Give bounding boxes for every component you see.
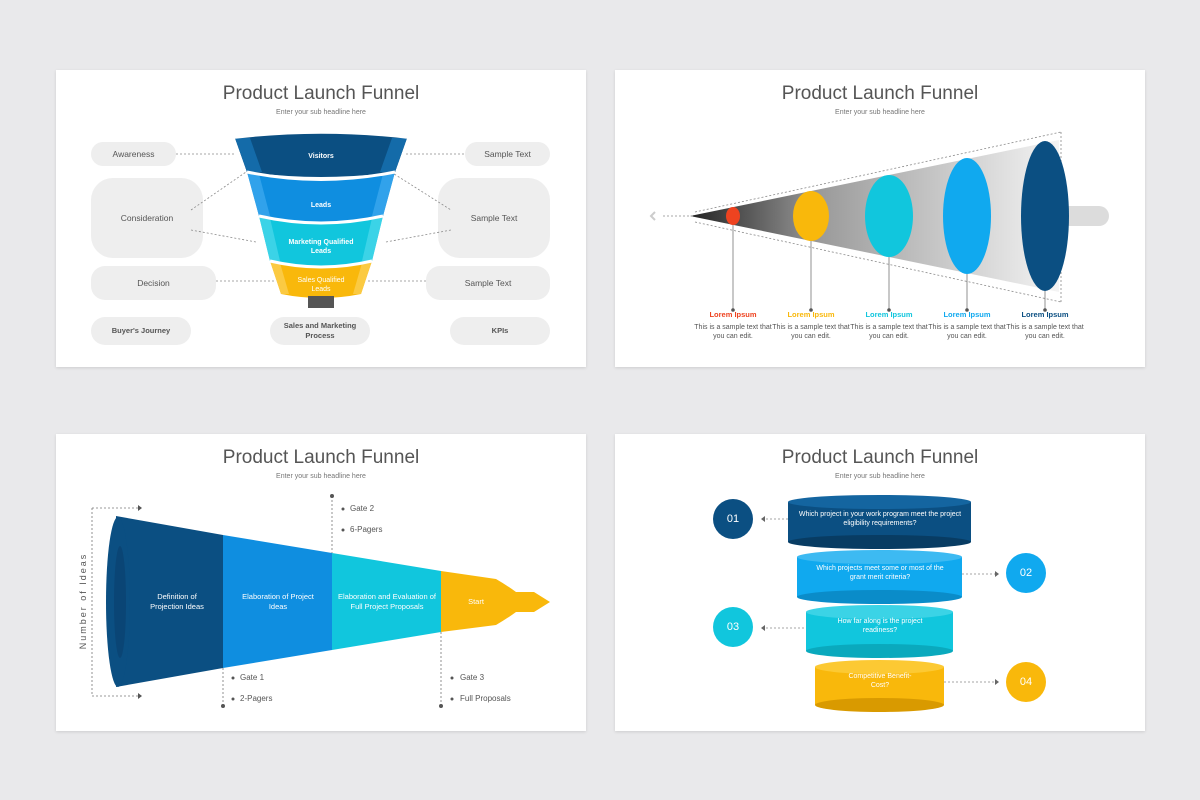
slide-cylinder-funnel[interactable]: Product Launch Funnel Enter your sub hea…	[615, 434, 1145, 731]
cone-diagram	[649, 131, 1109, 312]
step-2-badge: 02	[1006, 553, 1046, 593]
slide-subtitle: Enter your sub headline here	[276, 473, 366, 480]
gate-2-item: 6-Pagers	[350, 525, 383, 534]
item-label-4: Lorem Ipsum	[943, 310, 991, 319]
item-text-4: This is a sample text that you can edit.	[928, 324, 1006, 340]
gate-3-label: Gate 3	[460, 673, 485, 682]
gate-2-label: Gate 2	[350, 504, 375, 513]
connector-lines	[176, 132, 465, 308]
y-axis-label: Number of Ideas	[78, 552, 88, 650]
step-2-text: Which projects meet some or most of the …	[816, 565, 944, 581]
item-text-5: This is a sample text that you can edit.	[1006, 324, 1084, 340]
step-3-text: How far along is the project readiness?	[837, 618, 923, 634]
slide-subtitle: Enter your sub headline here	[276, 109, 366, 116]
step-1-text: Which project in your work program meet …	[798, 511, 962, 527]
funnel-stage-leads: Leads	[310, 202, 332, 209]
step-4-badge: 04	[1006, 662, 1046, 702]
right-label-2: Sample Text	[438, 178, 550, 258]
left-label-decision: Decision	[91, 266, 216, 300]
segment-start: Start	[468, 597, 484, 606]
right-label-1: Sample Text	[465, 142, 550, 166]
slide-subtitle: Enter your sub headline here	[835, 109, 925, 116]
cylinder-diagram	[761, 495, 999, 712]
step-4-text: Competitive Benefit-Cost?	[848, 673, 912, 689]
step-3-badge: 03	[713, 607, 753, 647]
left-label-consideration: Consideration	[91, 178, 203, 258]
item-text-1: This is a sample text that you can edit.	[694, 324, 772, 340]
slide-horizontal-cone[interactable]: Product Launch Funnel Enter your sub hea…	[615, 70, 1145, 367]
item-text-3: This is a sample text that you can edit.	[850, 324, 928, 340]
right-label-3: Sample Text	[426, 266, 550, 300]
item-label-2: Lorem Ipsum	[787, 310, 835, 319]
segment-definition: Definition of Projection Ideas	[150, 592, 204, 611]
item-text-2: This is a sample text that you can edit.	[772, 324, 850, 340]
step-1-badge: 01	[713, 499, 753, 539]
funnel-stage-mql: Marketing Qualified Leads	[288, 239, 354, 255]
footer-sales-marketing: Sales and Marketing Process	[270, 317, 370, 345]
slide-subtitle: Enter your sub headline here	[835, 473, 925, 480]
footer-buyers-journey: Buyer's Journey	[91, 317, 191, 345]
segment-elaboration: Elaboration of Project Ideas	[242, 592, 314, 611]
segment-evaluation: Elaboration and Evaluation of Full Proje…	[338, 592, 436, 611]
gate-1-item: 2-Pagers	[240, 694, 273, 703]
left-label-awareness: Awareness	[91, 142, 176, 166]
slide-title: Product Launch Funnel	[222, 447, 420, 468]
idea-funnel-diagram	[91, 494, 550, 708]
slide-funnel-stages[interactable]: Product Launch Funnel Enter your sub hea…	[56, 70, 586, 367]
slide-title: Product Launch Funnel	[781, 83, 979, 104]
slide-title: Product Launch Funnel	[222, 83, 420, 104]
item-label-5: Lorem Ipsum	[1021, 310, 1069, 319]
funnel-stage-sql: Sales Qualified Leads	[297, 277, 345, 293]
gate-1-label: Gate 1	[240, 673, 265, 682]
item-label-3: Lorem Ipsum	[865, 310, 913, 319]
footer-kpis: KPIs	[450, 317, 550, 345]
slide-idea-funnel[interactable]: Product Launch Funnel Enter your sub hea…	[56, 434, 586, 731]
gate-3-item: Full Proposals	[460, 694, 511, 703]
funnel-stage-visitors: Visitors	[308, 153, 334, 160]
slide-title: Product Launch Funnel	[781, 447, 979, 468]
item-label-1: Lorem Ipsum	[709, 310, 757, 319]
